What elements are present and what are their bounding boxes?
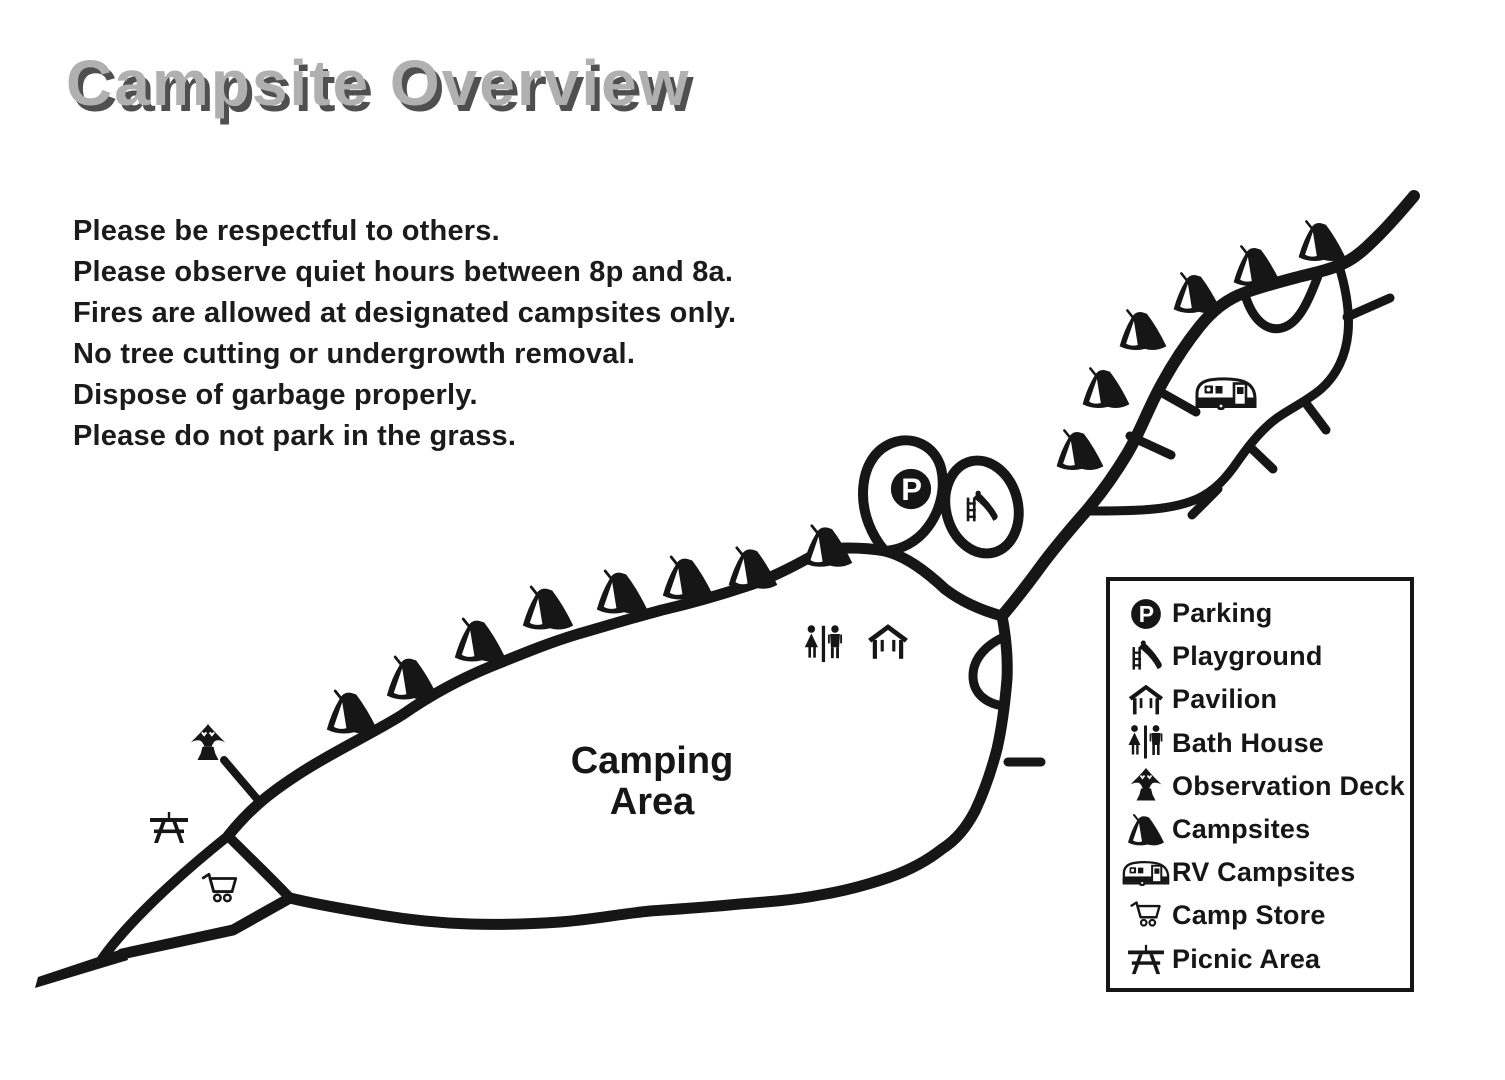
campsite-arc-road bbox=[1240, 271, 1323, 334]
legend-label: Pavilion bbox=[1172, 684, 1278, 715]
legend-label: Picnic Area bbox=[1172, 943, 1321, 974]
camping-area-label: Camping Area bbox=[570, 740, 734, 823]
parking-icon bbox=[1131, 598, 1161, 629]
campsite-tent-icon bbox=[1118, 309, 1168, 352]
legend-label: Bath House bbox=[1172, 727, 1325, 758]
main-northeast-road bbox=[996, 190, 1420, 622]
legend-row: Pavilion bbox=[1120, 678, 1404, 721]
legend-icon-cell bbox=[1120, 813, 1172, 847]
campsite-tent-icon bbox=[325, 689, 379, 735]
campsite-tent-icon bbox=[521, 585, 575, 631]
campsite-tent-icon bbox=[1055, 429, 1105, 472]
legend-row: Picnic Area bbox=[1120, 938, 1404, 981]
rv-branch-road bbox=[1086, 261, 1353, 516]
legend-label: Camp Store bbox=[1172, 900, 1326, 931]
pavilion-icon bbox=[1128, 684, 1164, 715]
rv-campsite-icon bbox=[1195, 377, 1257, 410]
bath-house-icon bbox=[804, 625, 843, 663]
campsite-tent-icon bbox=[1127, 813, 1165, 846]
rule-line: Please be respectful to others. bbox=[73, 215, 500, 247]
rule-line: Please do not park in the grass. bbox=[73, 420, 517, 452]
camp-store-icon bbox=[1130, 901, 1161, 927]
page-title: Campsite Overview bbox=[66, 47, 691, 119]
campsite-tent-icon bbox=[385, 655, 439, 701]
legend-icon-cell bbox=[1120, 723, 1172, 763]
legend-row: Playground bbox=[1120, 635, 1404, 678]
legend-row: Campsites bbox=[1120, 808, 1404, 851]
legend-row: Bath House bbox=[1120, 722, 1404, 765]
campsite-tent-icon bbox=[1232, 245, 1282, 288]
legend-label: Observation Deck bbox=[1172, 770, 1405, 801]
bath-house-icon bbox=[1128, 725, 1163, 759]
rv-campsite-icon bbox=[1122, 860, 1170, 886]
legend-label: RV Campsites bbox=[1172, 857, 1356, 888]
campsite-tent-icon bbox=[727, 546, 779, 591]
legend-label: Playground bbox=[1172, 641, 1323, 672]
rule-line: Fires are allowed at designated campsite… bbox=[73, 297, 737, 329]
campsite-tent-icon bbox=[1297, 220, 1347, 263]
observation-deck-icon bbox=[1129, 767, 1163, 802]
campsite-spur bbox=[1187, 484, 1223, 520]
observation-deck-trail bbox=[220, 756, 262, 804]
west-connector-road bbox=[97, 831, 233, 964]
rules-list: Please be respectful to others. Please o… bbox=[73, 211, 736, 457]
legend-label: Campsites bbox=[1172, 814, 1311, 845]
legend-icon-cell bbox=[1120, 767, 1172, 805]
legend-icon-cell bbox=[1120, 898, 1172, 934]
campsite-spur bbox=[1300, 397, 1331, 435]
loop-pullout-road bbox=[968, 631, 1011, 711]
legend-icon-cell bbox=[1120, 682, 1172, 718]
pavilion-icon bbox=[1128, 684, 1164, 715]
campsite-spur bbox=[1244, 441, 1278, 474]
campsite-tent-icon bbox=[453, 617, 507, 663]
playground-icon bbox=[1132, 640, 1162, 670]
campsite-tent-icon bbox=[1127, 813, 1165, 846]
playground-icon bbox=[1132, 640, 1162, 670]
rule-line: No tree cutting or undergrowth removal. bbox=[73, 338, 636, 370]
legend-row: Camp Store bbox=[1120, 894, 1404, 937]
legend-icon-cell bbox=[1120, 639, 1172, 675]
legend-icon-cell bbox=[1120, 942, 1172, 976]
parking-loop-road bbox=[858, 435, 948, 556]
entrance-road-taper bbox=[35, 948, 128, 988]
legend-row: RV Campsites bbox=[1120, 851, 1404, 894]
playground-loop-road bbox=[940, 455, 1024, 559]
picnic-area-icon bbox=[1128, 944, 1164, 975]
playground-icon bbox=[966, 490, 998, 522]
camp-store-icon bbox=[201, 872, 238, 903]
campsite-tent-icon bbox=[1172, 272, 1222, 315]
store-road bbox=[223, 831, 295, 903]
picnic-area-icon bbox=[1128, 944, 1164, 975]
campsite-spur bbox=[1342, 293, 1395, 322]
observation-deck-icon bbox=[1129, 767, 1163, 802]
parking-icon bbox=[890, 468, 932, 510]
picnic-area-icon bbox=[150, 812, 188, 843]
legend-label: Parking bbox=[1172, 598, 1273, 629]
bath-house-icon bbox=[1128, 725, 1163, 759]
legend-icon-cell bbox=[1120, 860, 1172, 886]
pavilion-icon bbox=[868, 624, 908, 659]
legend-row: Observation Deck bbox=[1120, 765, 1405, 808]
campsite-spur bbox=[1152, 385, 1201, 417]
rv-campsite-icon bbox=[1122, 860, 1170, 886]
observation-deck-icon bbox=[189, 723, 227, 762]
campsite-tent-icon bbox=[1081, 367, 1131, 410]
campsite-spur bbox=[1125, 431, 1176, 460]
legend-icon-cell bbox=[1120, 597, 1172, 631]
parking-icon bbox=[1131, 598, 1161, 629]
entrance-road bbox=[116, 892, 296, 960]
rule-line: Dispose of garbage properly. bbox=[73, 379, 478, 411]
camp-store-icon bbox=[1130, 901, 1161, 927]
map-roads bbox=[35, 190, 1420, 988]
rule-line: Please observe quiet hours between 8p an… bbox=[73, 256, 734, 288]
campsite-tent-icon bbox=[595, 569, 649, 615]
campsite-tent-icon bbox=[661, 555, 715, 601]
legend-row: Parking bbox=[1120, 592, 1404, 635]
